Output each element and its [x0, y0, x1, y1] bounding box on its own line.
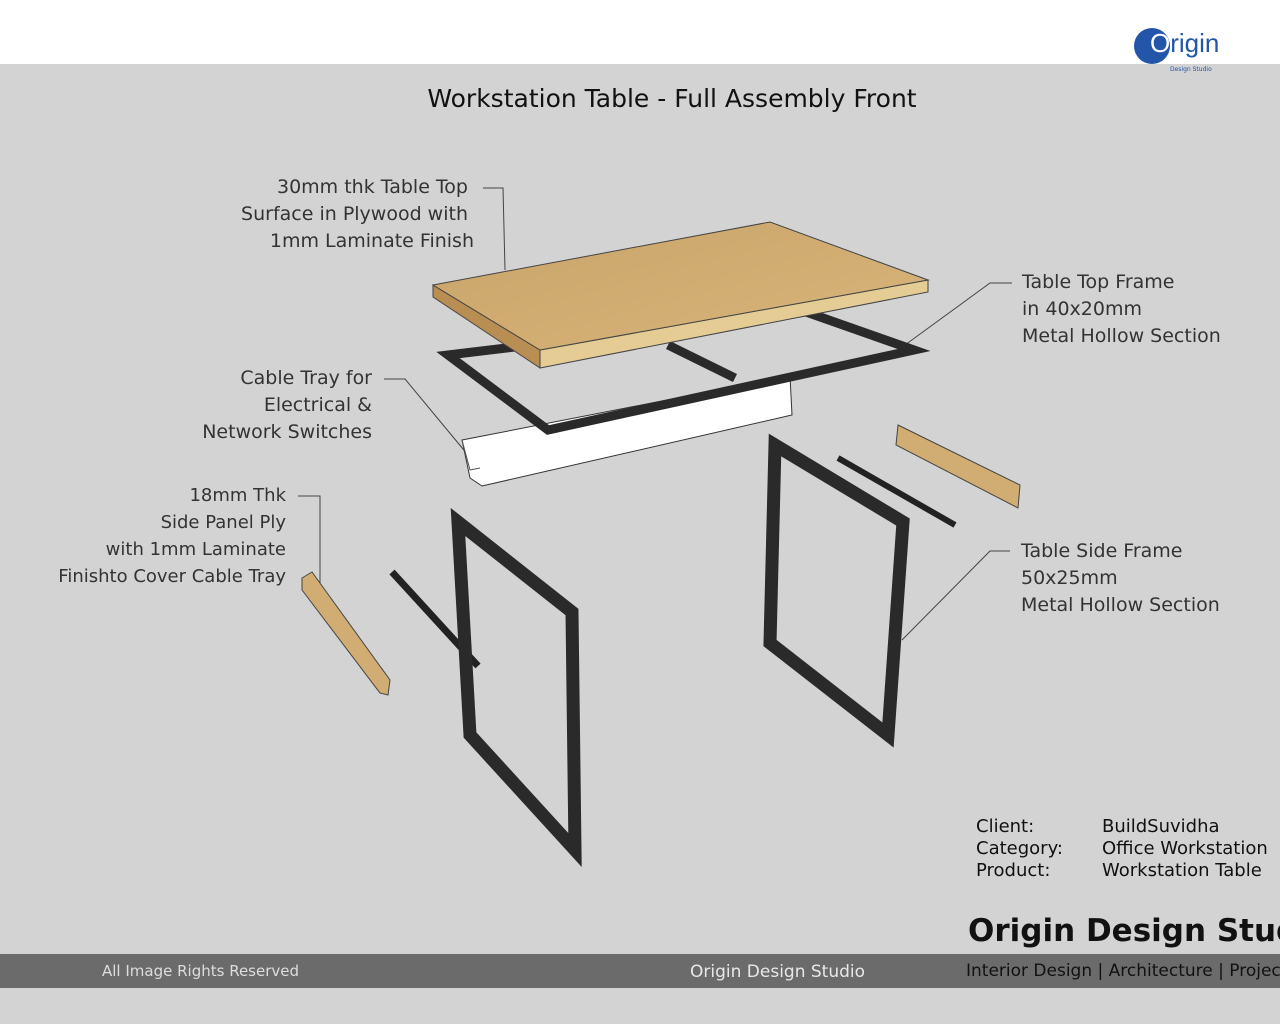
rights-text: All Image Rights Reserved: [102, 962, 300, 980]
brand-name: Origin Design Studio: [968, 913, 1280, 949]
info-key: Product:: [976, 860, 1051, 881]
header-bar: [0, 0, 1280, 64]
label-line: with 1mm Laminate: [105, 539, 286, 560]
info-value: BuildSuvidha: [1102, 816, 1220, 837]
logo-letters: rigin: [1170, 28, 1220, 58]
info-value: Office Workstation: [1102, 838, 1268, 859]
label-line: Metal Hollow Section: [1022, 325, 1221, 347]
brand-tagline: Interior Design | Architecture | Project…: [966, 961, 1280, 981]
info-key: Client:: [976, 816, 1035, 837]
label-line: Electrical &: [263, 394, 372, 416]
label-line: in 40x20mm: [1022, 298, 1142, 320]
logo-circle: [1134, 28, 1170, 64]
label-line: 50x25mm: [1021, 567, 1118, 589]
label-line: Surface in Plywood with: [241, 203, 468, 225]
logo-subtitle: Design Studio: [1170, 66, 1212, 73]
label-line: Network Switches: [202, 421, 372, 443]
left-side-panel: [301, 571, 391, 696]
label-line: 18mm Thk: [189, 485, 286, 506]
watermark: Origin Design Studio: [690, 962, 866, 982]
label-line: Table Top Frame: [1022, 271, 1175, 293]
info-value: Workstation Table: [1102, 860, 1262, 881]
left-side-frame: [450, 507, 582, 867]
leader-lines: [298, 187, 1012, 641]
footer-band: [0, 954, 1280, 988]
project-info: Client: BuildSuvidha Category: Office Work…: [976, 816, 1268, 882]
right-side-frame: [763, 433, 910, 748]
label-line: Metal Hollow Section: [1021, 594, 1220, 616]
info-row: Category: Office Workstation: [976, 838, 1268, 860]
label-line: Finishto Cover Cable Tray: [58, 566, 286, 587]
label-line: Side Panel Ply: [160, 512, 286, 533]
slide-title: Workstation Table - Full Assembly Front: [427, 84, 917, 113]
label-line: 30mm thk Table Top: [276, 176, 468, 198]
right-rail: [836, 455, 957, 528]
info-row: Product: Workstation Table: [976, 860, 1268, 882]
cable-tray: [461, 375, 793, 487]
table-top: [431, 221, 930, 369]
info-row: Client: BuildSuvidha: [976, 816, 1268, 838]
logo-letter: O: [1150, 28, 1171, 58]
label-line: 1mm Laminate Finish: [269, 230, 474, 252]
label-line: Table Side Frame: [1021, 540, 1183, 562]
label-line: Cable Tray for: [240, 367, 372, 389]
right-side-panel: [895, 424, 1021, 509]
origin-logo: Origin Design Studio: [1134, 28, 1244, 76]
logo-word: Origin: [1150, 28, 1219, 58]
info-key: Category:: [976, 838, 1063, 859]
